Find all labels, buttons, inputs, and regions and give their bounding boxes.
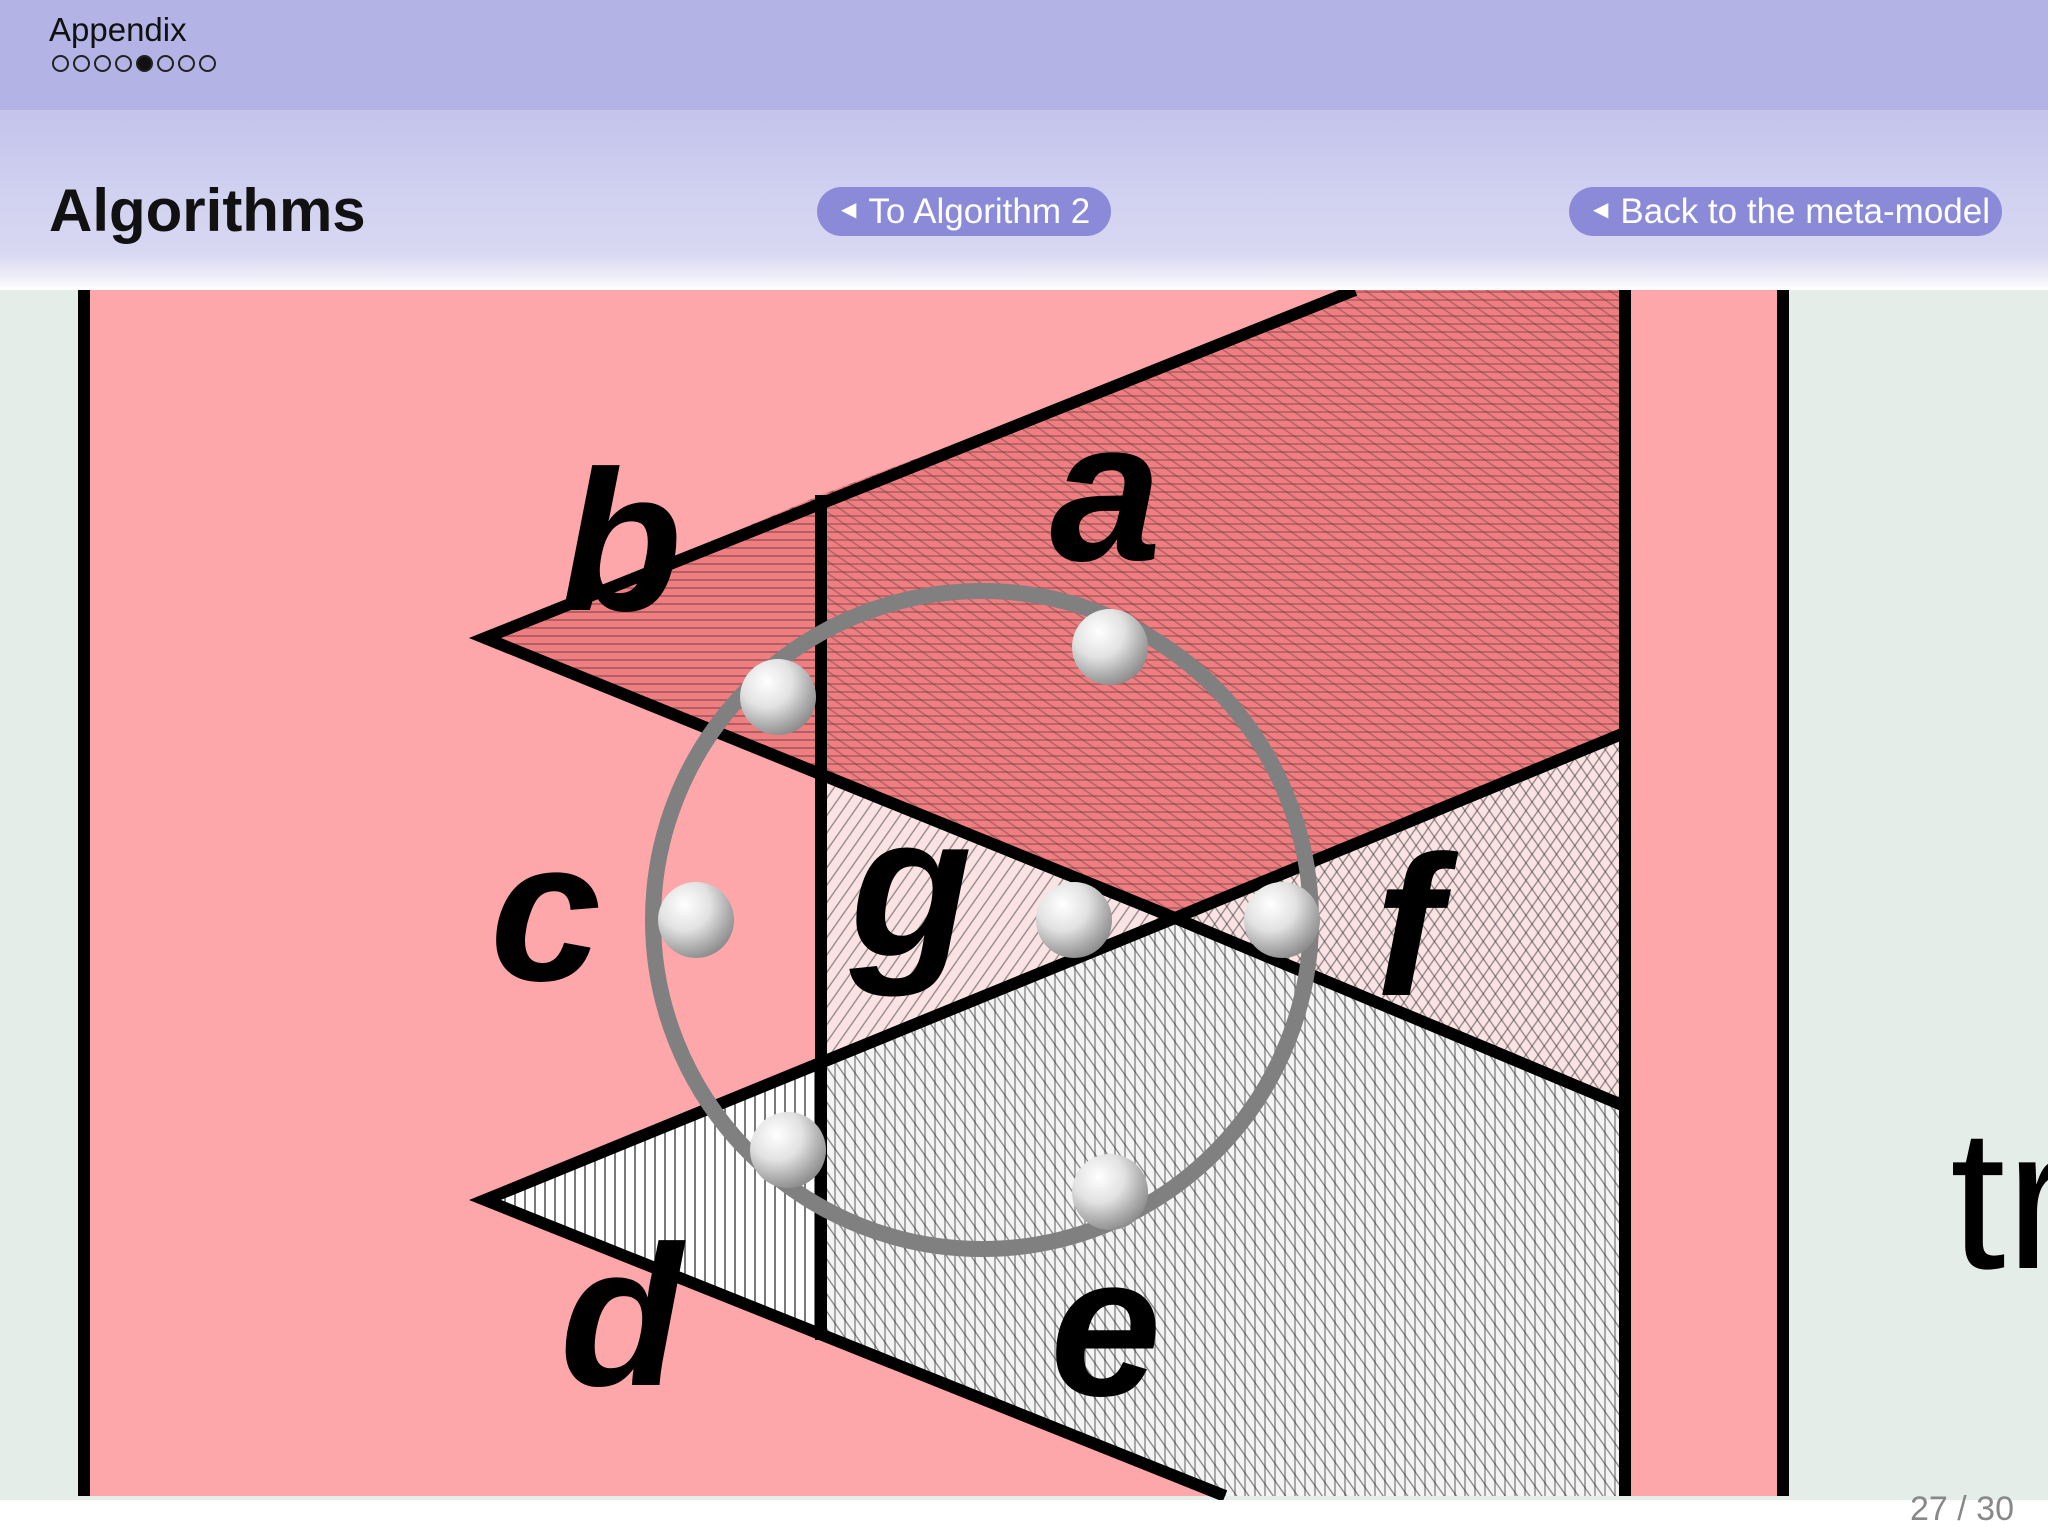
sphere-g — [1036, 882, 1112, 958]
nav-dot-current[interactable] — [136, 55, 153, 72]
sphere-d — [750, 1112, 826, 1188]
region-boundaries — [78, 290, 1789, 1500]
nav-dot[interactable] — [178, 55, 195, 72]
sphere-b — [740, 659, 816, 735]
page-number: 27 / 30 — [1910, 1490, 2014, 1528]
frame-title: Algorithms — [49, 177, 366, 244]
label-c: c — [490, 800, 601, 1023]
nav-dot[interactable] — [94, 55, 111, 72]
navigation-dots — [52, 55, 218, 77]
to-algorithm-label: To Algorithm 2 — [868, 192, 1091, 231]
back-to-meta-model-button[interactable]: ◀ Back to the meta-model — [1569, 187, 2002, 236]
venn-region-diagram: a b c d e f g tr — [0, 290, 2048, 1500]
nav-dot[interactable] — [52, 55, 69, 72]
back-meta-label: Back to the meta-model — [1620, 192, 1991, 231]
label-d: d — [560, 1205, 686, 1428]
header-band: Appendix — [0, 0, 2048, 110]
sphere-f — [1244, 882, 1320, 958]
sample-spheres — [658, 609, 1320, 1230]
nav-dot[interactable] — [115, 55, 132, 72]
left-triangle-icon: ◀ — [1593, 199, 1609, 222]
label-b: b — [560, 430, 682, 653]
nav-dot[interactable] — [199, 55, 216, 72]
sphere-a — [1072, 609, 1148, 685]
label-g: g — [849, 775, 972, 998]
sphere-c — [658, 882, 734, 958]
to-algorithm-button[interactable]: ◀ To Algorithm 2 — [817, 187, 1111, 236]
label-e: e — [1050, 1215, 1161, 1438]
left-triangle-icon: ◀ — [841, 199, 857, 222]
nav-dot[interactable] — [157, 55, 174, 72]
sphere-e — [1072, 1154, 1148, 1230]
nav-dot[interactable] — [73, 55, 90, 72]
label-a: a — [1050, 380, 1161, 603]
section-name: Appendix — [49, 11, 187, 48]
cropped-text: tr — [1950, 1088, 2048, 1311]
